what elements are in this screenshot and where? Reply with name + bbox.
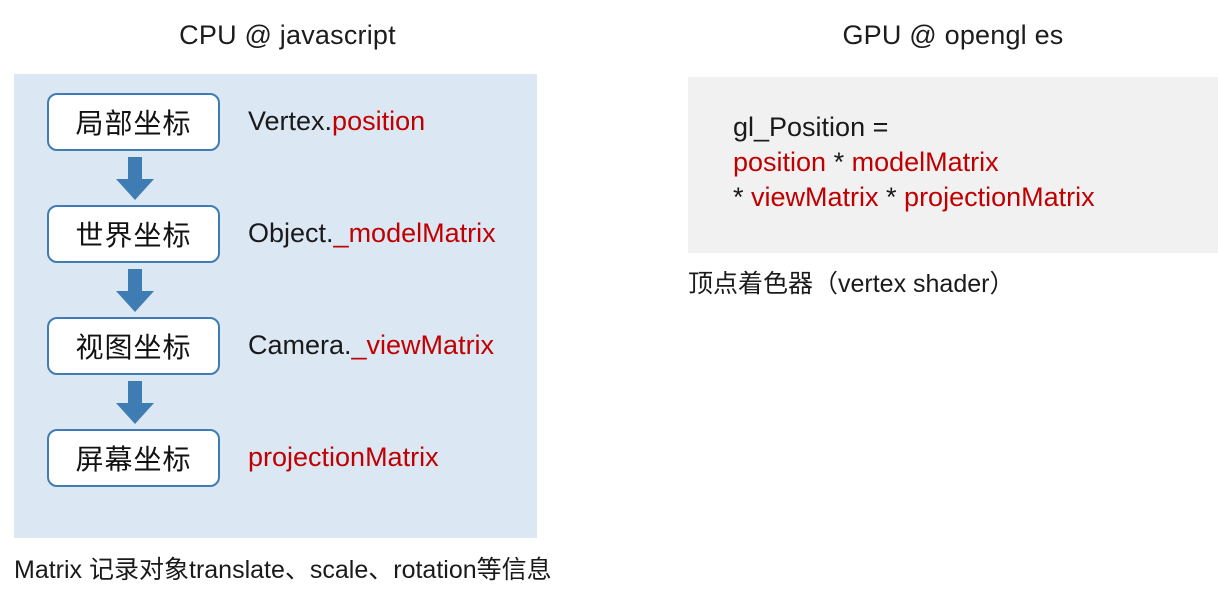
shader-token-plain: * <box>733 182 752 212</box>
shader-token-accent: viewMatrix <box>751 182 879 212</box>
flow-connector-1 <box>47 151 527 205</box>
flow-connector-2 <box>47 263 527 317</box>
arrow-down-icon <box>116 269 154 312</box>
shader-token-plain: gl_Position = <box>733 112 889 142</box>
shader-token-accent: projectionMatrix <box>904 182 1095 212</box>
shader-code-line: * viewMatrix * projectionMatrix <box>733 180 1095 215</box>
stage-box-label: 屏幕坐标 <box>75 444 192 475</box>
flow-stage-world: 世界坐标 Object._modelMatrix <box>47 205 527 263</box>
cpu-caption-text: Matrix 记录对象translate、scale、rotation等信息 <box>14 556 552 584</box>
stage-box-world[interactable]: 世界坐标 <box>47 205 220 263</box>
stage-annotation-screen: projectionMatrix <box>248 442 439 473</box>
cpu-pipeline-panel: 局部坐标 Vertex.position 世界坐标 Object._modelM… <box>14 74 537 538</box>
stage-annotation-prefix: Object. <box>248 218 334 249</box>
shader-token-plain: * <box>826 147 852 177</box>
stage-box-screen[interactable]: 屏幕坐标 <box>47 429 220 487</box>
stage-box-view[interactable]: 视图坐标 <box>47 317 220 375</box>
shader-token-accent: modelMatrix <box>851 147 999 177</box>
stage-annotation-accent: _modelMatrix <box>333 218 496 249</box>
shader-code-line: gl_Position = <box>733 110 1095 145</box>
coordinate-flow-list: 局部坐标 Vertex.position 世界坐标 Object._modelM… <box>47 93 527 487</box>
cpu-column-title: CPU @ javascript <box>179 20 396 50</box>
stage-annotation-local: Vertex.position <box>248 106 426 137</box>
stage-box-label: 局部坐标 <box>75 108 192 139</box>
flow-connector-3 <box>47 375 527 429</box>
stage-annotation-prefix: Vertex. <box>248 106 333 137</box>
shader-token-accent: position <box>733 147 827 177</box>
shader-code-line: position * modelMatrix <box>733 145 1095 180</box>
stage-annotation-accent: projectionMatrix <box>248 442 439 473</box>
shader-token-plain: * <box>878 182 905 212</box>
stage-annotation-prefix: Camera. <box>248 330 352 361</box>
stage-annotation-view: Camera._viewMatrix <box>248 330 495 361</box>
stage-box-label: 视图坐标 <box>75 332 192 363</box>
arrow-down-icon <box>116 381 154 424</box>
flow-stage-local: 局部坐标 Vertex.position <box>47 93 527 151</box>
gpu-column-title: GPU @ opengl es <box>842 20 1064 50</box>
arrow-down-icon <box>116 157 154 200</box>
flow-stage-view: 视图坐标 Camera._viewMatrix <box>47 317 527 375</box>
stage-box-local[interactable]: 局部坐标 <box>47 93 220 151</box>
stage-annotation-accent: position <box>332 106 426 137</box>
stage-annotation-world: Object._modelMatrix <box>248 218 496 249</box>
stage-box-label: 世界坐标 <box>75 220 192 251</box>
flow-stage-screen: 屏幕坐标 projectionMatrix <box>47 429 527 487</box>
shader-code-block: gl_Position =position * modelMatrix* vie… <box>733 110 1095 215</box>
vertex-shader-code-panel: gl_Position =position * modelMatrix* vie… <box>688 77 1218 253</box>
stage-annotation-accent: _viewMatrix <box>351 330 495 361</box>
gpu-caption-text: 顶点着色器（vertex shader） <box>688 270 1015 298</box>
